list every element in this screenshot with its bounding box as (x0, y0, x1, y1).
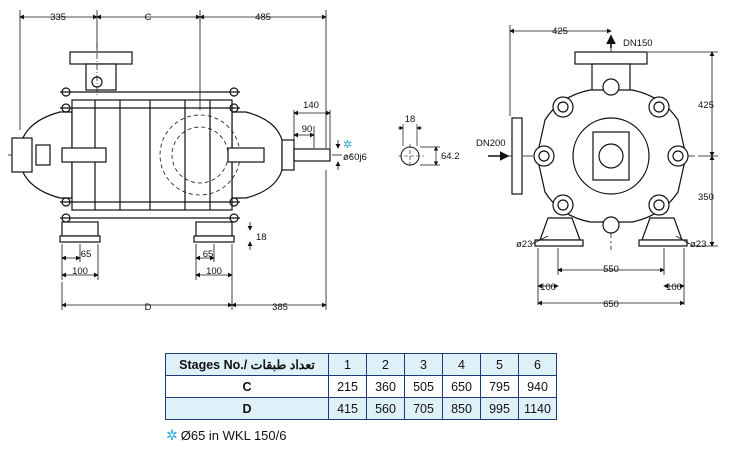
table-cell: 995 (480, 397, 519, 420)
stage-cell: 5 (480, 353, 519, 376)
stage-cell: 2 (366, 353, 405, 376)
table-cell: 215 (328, 375, 367, 398)
table-cell: 415 (328, 397, 367, 420)
dim-hole-left: ø23 (516, 239, 532, 250)
dim-100-right: 100 (206, 266, 222, 277)
dim-425-top: 425 (552, 26, 568, 37)
end-view (505, 48, 700, 250)
footnote-text: Ø65 in WKL 150/6 (180, 428, 287, 443)
shaft-key-section (398, 124, 440, 168)
table-cell: 850 (442, 397, 481, 420)
dim-65-right: 65 (203, 249, 214, 260)
table-cell: 650 (442, 375, 481, 398)
stage-cell: 4 (442, 353, 481, 376)
dim-key-width: 18 (405, 114, 416, 125)
table-cell: 940 (518, 375, 557, 398)
table-cell: 560 (366, 397, 405, 420)
dim-c: C (145, 12, 152, 23)
row-d-label: D (165, 397, 329, 420)
table-header-row: Stages No./ تعداد طبقات 1 2 3 4 5 6 (165, 353, 557, 376)
dim-550: 550 (603, 264, 619, 275)
table-cell: 1140 (518, 397, 557, 420)
star-icon: ✲ (166, 427, 178, 443)
table-cell: 705 (404, 397, 443, 420)
dim-485: 485 (255, 12, 271, 23)
stages-table: Stages No./ تعداد طبقات 1 2 3 4 5 6 C 21… (165, 353, 557, 420)
end-view-dimensions (488, 25, 718, 306)
stage-cell: 3 (404, 353, 443, 376)
dim-140: 140 (303, 100, 319, 111)
dim-shaft-diameter: ø60j6 (343, 152, 367, 163)
dim-hole-right: ø23 (690, 239, 706, 250)
dim-385: 385 (272, 302, 288, 313)
dim-65-left: 65 (81, 249, 92, 260)
side-view-dimensions (19, 10, 341, 310)
star-icon: ✲ (343, 139, 352, 151)
table-cell: 795 (480, 375, 519, 398)
table-cell: 505 (404, 375, 443, 398)
dim-650: 650 (603, 299, 619, 310)
dim-d: D (145, 302, 152, 313)
table-row-d: D 415 560 705 850 995 1140 (165, 397, 557, 420)
dim-100-end-right: 100 (666, 282, 682, 293)
dim-18-side: 18 (256, 232, 267, 243)
dim-100-end-left: 100 (540, 282, 556, 293)
dim-425-side: 425 (698, 100, 714, 111)
stage-cell: 6 (518, 353, 557, 376)
header-label: Stages No./ تعداد طبقات (165, 353, 329, 376)
inlet-label: DN200 (476, 138, 506, 149)
dim-90: 90 (302, 124, 313, 135)
row-c-label: C (165, 375, 329, 398)
dim-335: 335 (50, 12, 66, 23)
pump-drawing: 335 C 485 140 90 ✲ ø60j6 18 65 100 65 10… (8, 10, 718, 313)
table-row-c: C 215 360 505 650 795 940 (165, 375, 557, 398)
dim-350: 350 (698, 192, 714, 203)
dim-key-height: 64.2 (441, 151, 460, 162)
stage-cell: 1 (328, 353, 367, 376)
outlet-label: DN150 (623, 38, 653, 49)
table-cell: 360 (366, 375, 405, 398)
footnote: ✲Ø65 in WKL 150/6 (166, 427, 286, 444)
side-view (8, 42, 352, 243)
dim-100-left: 100 (72, 266, 88, 277)
